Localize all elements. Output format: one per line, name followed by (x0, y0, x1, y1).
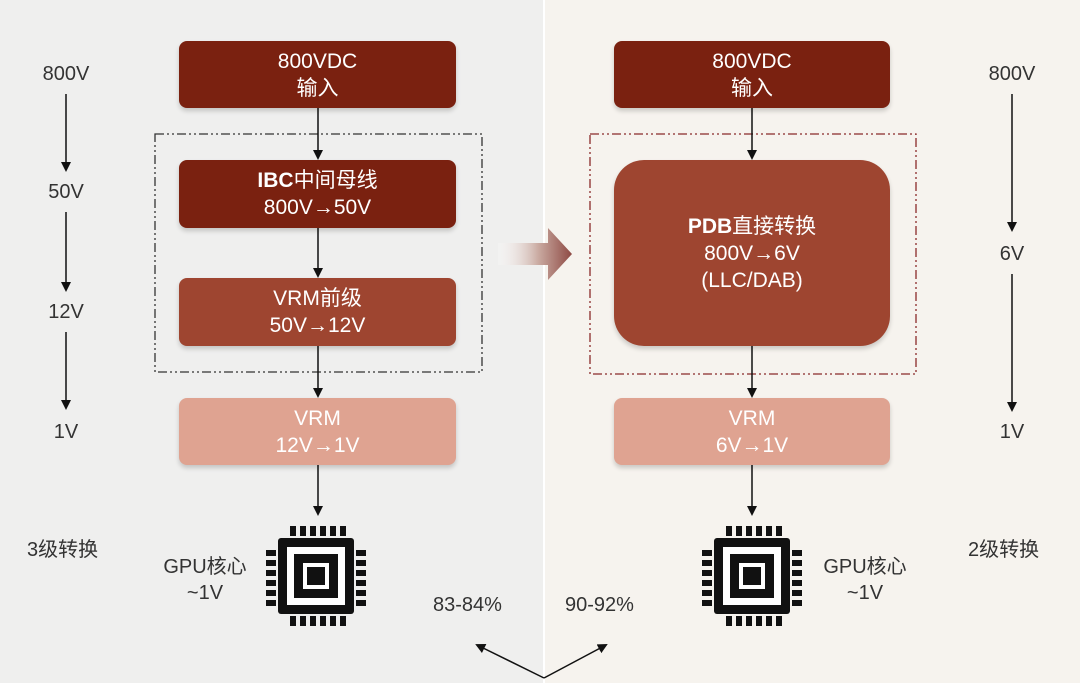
right-voltage-1v: 1V (999, 421, 1025, 443)
left-stage-label: 3级转换 (27, 539, 99, 561)
right-pdb-line2: 800V→6V (704, 241, 800, 265)
compare-arrow-left (475, 644, 545, 679)
chip-icon (266, 526, 366, 626)
right-pdb-line3: (LLC/DAB) (701, 268, 803, 292)
right-efficiency: 90-92% (565, 594, 634, 616)
left-voltage-1v: 1V (53, 421, 79, 443)
right-gpu-label-line2: ~1V (846, 582, 884, 604)
left-voltage-50v: 50V (48, 181, 84, 203)
left-vrm-front-line2: 50V→12V (269, 314, 366, 337)
left-gpu-label-line2: ~1V (186, 582, 224, 604)
left-gpu-label: GPU核心 ~1V (150, 554, 260, 606)
left-ibc-title-rest: 中间母线 (293, 169, 378, 192)
left-efficiency: 83-84% (433, 594, 502, 616)
left-voltage-800v: 800V (42, 63, 90, 85)
left-vrm-front-line1: VRM前级 (273, 287, 362, 310)
left-vrm-line2: 12V→1V (275, 433, 360, 457)
left-ibc-title: IBC中间母线 (257, 167, 377, 194)
right-vrm-box: VRM 6V→1V (614, 398, 890, 465)
right-vrm-line1: VRM (728, 406, 776, 430)
transition-arrow-icon (498, 228, 572, 280)
right-stage-label: 2级转换 (968, 539, 1040, 561)
right-vrm-line2: 6V→1V (715, 433, 789, 457)
right-gpu-label-line1: GPU核心 (823, 556, 907, 578)
right-input-line2: 输入 (731, 76, 773, 100)
left-vrm-box: VRM 12V→1V (179, 398, 456, 465)
right-voltage-6v: 6V (999, 243, 1025, 265)
right-pdb-box: PDB直接转换 800V→6V (LLC/DAB) (614, 160, 890, 346)
right-converter-group-frame (589, 133, 917, 375)
panel-divider (543, 0, 545, 683)
left-input-box: 800VDC 输入 (179, 41, 456, 108)
left-gpu-label-line1: GPU核心 (163, 556, 247, 578)
left-ibc-title-bold: IBC (257, 169, 294, 192)
left-input-line2: 输入 (296, 76, 339, 100)
left-ibc-line2: 800V→50V (263, 196, 372, 219)
left-voltage-12v: 12V (48, 301, 84, 323)
right-pdb-title-bold: PDB (687, 214, 733, 238)
left-input-line1: 800VDC (277, 49, 358, 73)
right-pdb-title: PDB直接转换 (688, 213, 816, 240)
compare-arrow-right (543, 644, 608, 679)
right-voltage-800v: 800V (988, 63, 1036, 85)
right-gpu-label: GPU核心 ~1V (810, 554, 920, 606)
right-pdb-title-rest: 直接转换 (732, 214, 817, 238)
left-ibc-box: IBC中间母线 800V→50V (179, 160, 456, 228)
right-input-box: 800VDC 输入 (614, 41, 890, 108)
left-vrm-front-box: VRM前级 50V→12V (179, 278, 456, 346)
right-input-line1: 800VDC (712, 49, 792, 73)
left-vrm-line1: VRM (294, 406, 341, 430)
chip-icon (702, 526, 802, 626)
